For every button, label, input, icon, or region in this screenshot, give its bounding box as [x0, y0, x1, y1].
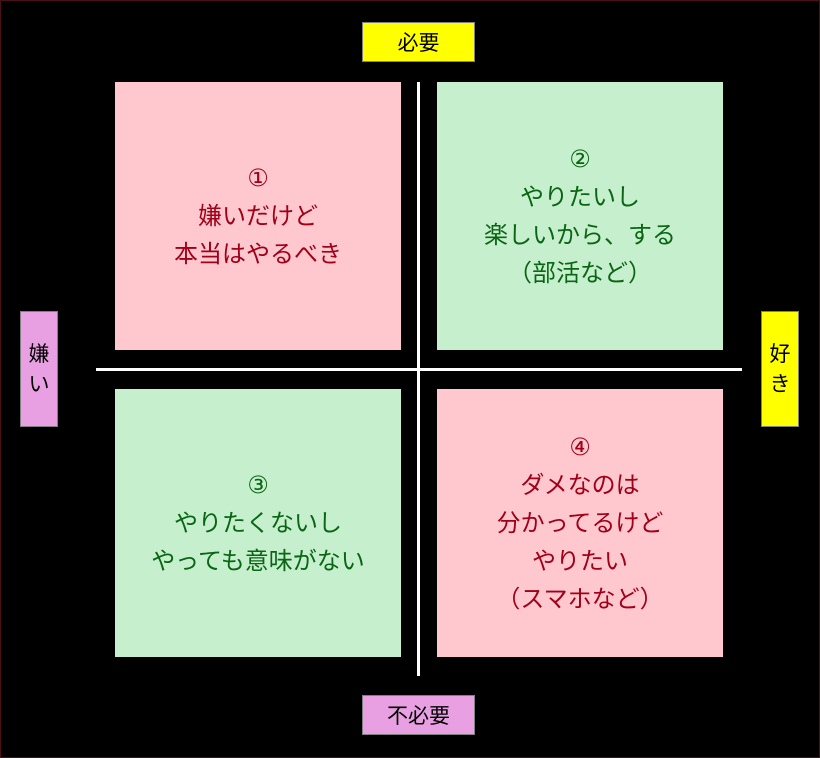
quadrant-line: 本当はやるべき	[174, 240, 342, 268]
quadrant-line: （部活など）	[508, 259, 652, 287]
quadrant-number: ①	[247, 164, 269, 192]
axis-label-dislike: 嫌 い	[20, 311, 58, 427]
quadrant-2-box: ② やりたいし 楽しいから、する （部活など）	[437, 82, 723, 350]
axis-label-char: 好	[769, 342, 791, 366]
axis-label-unnecessary: 不必要	[362, 695, 475, 735]
quadrant-number: ③	[247, 471, 269, 499]
quadrant-line: 楽しいから、する	[484, 221, 676, 249]
quadrant-line: やっても意味がない	[151, 547, 365, 575]
quadrant-line: （スマホなど）	[496, 585, 664, 613]
quadrant-line: ダメなのは	[520, 471, 640, 499]
quadrant-1-box: ① 嫌いだけど 本当はやるべき	[115, 82, 401, 350]
quadrant-line: 分かってるけど	[496, 509, 664, 537]
axis-label-char: い	[28, 372, 50, 396]
quadrant-line: やりたい	[532, 547, 628, 575]
quadrant-4-box: ④ ダメなのは 分かってるけど やりたい （スマホなど）	[437, 389, 723, 657]
quadrant-line: やりたいし	[520, 183, 640, 211]
vertical-axis	[417, 82, 420, 676]
quadrant-number: ④	[569, 433, 591, 461]
axis-label-like: 好 き	[761, 311, 799, 427]
quadrant-number: ②	[569, 145, 591, 173]
quadrant-line: 嫌いだけど	[198, 202, 318, 230]
axis-label-char: き	[769, 372, 791, 396]
axis-label-text: 必要	[397, 31, 440, 55]
axis-label-text: 不必要	[387, 704, 450, 728]
axis-label-char: 嫌	[28, 342, 50, 366]
axis-label-necessary: 必要	[362, 22, 475, 62]
quadrant-line: やりたくないし	[174, 509, 342, 537]
quadrant-3-box: ③ やりたくないし やっても意味がない	[115, 389, 401, 657]
